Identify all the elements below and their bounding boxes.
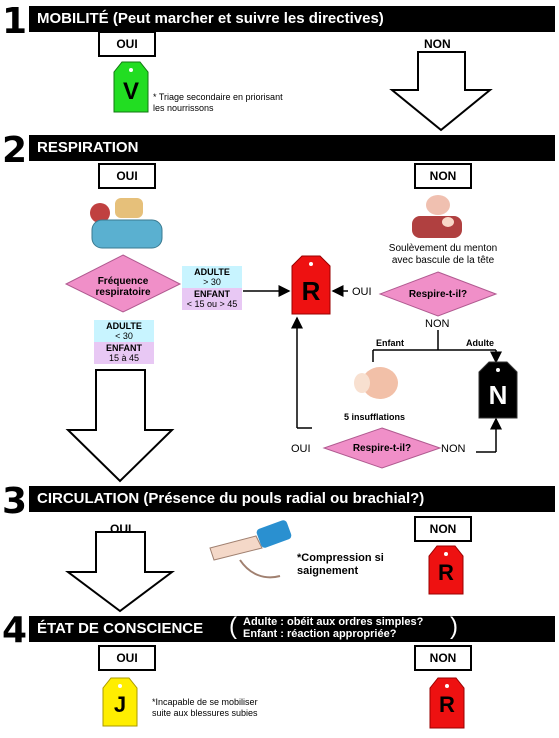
label-oui-1: OUI bbox=[352, 286, 372, 298]
diamond-frequence bbox=[64, 254, 182, 313]
label-enfant: Enfant bbox=[376, 338, 404, 348]
note-insufflations: 5 insufflations bbox=[344, 412, 406, 422]
note-compression: *Compression si saignement bbox=[297, 552, 384, 577]
tag-red-circulation-letter: R bbox=[438, 560, 454, 585]
note-triage: * Triage secondaire en priorisant les no… bbox=[153, 92, 283, 113]
rate-normal-adult-label: ADULTE bbox=[106, 321, 142, 331]
tag-black-letter: N bbox=[488, 380, 508, 410]
section-4-banner: ÉTAT DE CONSCIENCE bbox=[29, 616, 555, 642]
tag-green bbox=[113, 61, 149, 113]
illustration-chin-lift bbox=[412, 195, 462, 238]
tag-red-consciousness bbox=[429, 677, 465, 729]
diamond-respire-1 bbox=[378, 271, 498, 317]
paren-close: ) bbox=[450, 613, 458, 640]
label-oui-2: OUI bbox=[291, 443, 311, 455]
step-number-2: 2 bbox=[2, 130, 28, 171]
step-number-1: 1 bbox=[2, 1, 28, 42]
section-3-banner: CIRCULATION (Présence du pouls radial ou… bbox=[29, 486, 555, 512]
big-arrow-circulation-oui bbox=[65, 531, 175, 613]
diamond-respire-2 bbox=[322, 427, 442, 469]
rate-high-adult-label: ADULTE bbox=[194, 267, 230, 277]
s1-oui-box: OUI bbox=[98, 31, 156, 57]
diamond-respire-2-label: Respire-t-il? bbox=[352, 443, 412, 454]
rate-high-box: ADULTE > 30 ENFANT < 15 ou > 45 bbox=[182, 266, 242, 310]
section-2-banner: RESPIRATION bbox=[29, 135, 555, 161]
tag-red-consciousness-letter: R bbox=[439, 692, 455, 717]
rate-high-adult-value: > 30 bbox=[203, 277, 221, 287]
consciousness-adult-note: Adulte : obéit aux ordres simples? bbox=[243, 616, 424, 628]
s4-oui-box: OUI bbox=[98, 645, 156, 671]
rate-high-child-value: < 15 ou > 45 bbox=[186, 299, 238, 309]
tag-yellow-letter: J bbox=[113, 692, 127, 717]
big-arrow-respiration-oui bbox=[65, 369, 175, 483]
s1-non-label: NON bbox=[424, 37, 451, 51]
diamond-respire-1-label: Respire-t-il? bbox=[408, 289, 468, 300]
section-1-banner: MOBILITÉ (Peut marcher et suivre les dir… bbox=[29, 6, 555, 32]
tag-red-circulation bbox=[428, 545, 464, 595]
tag-yellow bbox=[102, 677, 138, 727]
consciousness-child-note: Enfant : réaction appropriée? bbox=[243, 628, 397, 640]
rate-high-child-label: ENFANT bbox=[194, 289, 230, 299]
s3-non-box: NON bbox=[414, 516, 472, 542]
paren-open: ( bbox=[229, 613, 237, 640]
rate-normal-child-label: ENFANT bbox=[106, 343, 142, 353]
rate-normal-child-value: 15 à 45 bbox=[108, 353, 140, 363]
label-non-1: NON bbox=[425, 318, 450, 330]
tag-green-letter: V bbox=[122, 78, 139, 105]
label-non-2: NON bbox=[441, 443, 466, 455]
rate-normal-adult-value: < 30 bbox=[115, 331, 133, 341]
big-arrow-mobility-non bbox=[389, 51, 493, 132]
illustration-patient-lying bbox=[90, 198, 163, 249]
s2-non-box: NON bbox=[414, 163, 472, 189]
step-number-3: 3 bbox=[2, 481, 28, 522]
s2-oui-box: OUI bbox=[98, 163, 156, 189]
consciousness-note: Adulte : obéit aux ordres simples? Enfan… bbox=[243, 616, 423, 640]
note-chin-lift: Soulèvement du menton avec bascule de la… bbox=[388, 243, 498, 266]
rate-normal-box: ADULTE < 30 ENFANT 15 à 45 bbox=[94, 320, 154, 364]
note-incapable: *Incapable de se mobiliser suite aux ble… bbox=[152, 697, 258, 718]
tag-red-main bbox=[291, 255, 331, 315]
s4-non-box: NON bbox=[414, 645, 472, 671]
illustration-infant-breath bbox=[354, 367, 398, 399]
step-number-4: 4 bbox=[2, 610, 28, 651]
illustration-compression bbox=[209, 520, 292, 579]
label-adulte: Adulte bbox=[466, 338, 494, 348]
diamond-frequence-label: Fréquence respiratoire bbox=[95, 276, 151, 298]
tag-black bbox=[478, 361, 518, 419]
tag-red-main-letter: R bbox=[301, 276, 321, 306]
section-4-title: ÉTAT DE CONSCIENCE bbox=[37, 620, 204, 637]
s3-oui-label: OUI bbox=[110, 522, 132, 536]
